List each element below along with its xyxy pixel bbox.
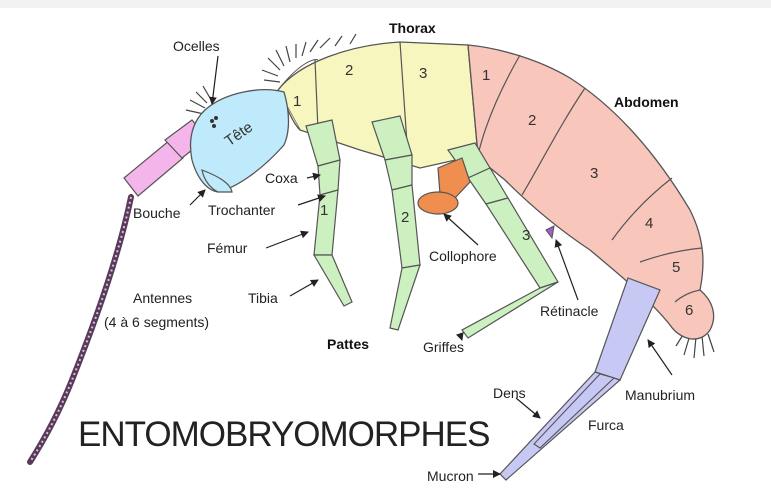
region-abdomen: Abdomen [614, 94, 679, 110]
retinacle-shape [546, 226, 554, 238]
label-mucron: Mucron [427, 468, 474, 484]
thorax-segment-2: 2 [345, 62, 353, 79]
label-bouche: Bouche [133, 205, 181, 221]
label-furca: Furca [588, 417, 624, 433]
label-tibia: Tibia [248, 290, 278, 306]
leg-1: 1 [306, 120, 352, 306]
label-coxa: Coxa [265, 170, 298, 186]
leg-number-2: 2 [401, 209, 409, 226]
diagram-title: ENTOMOBRYOMORPHES [78, 415, 490, 454]
abdomen-segment-6: 6 [685, 302, 693, 319]
manubrium-shape [595, 278, 660, 380]
thorax-segment-1: 1 [293, 93, 301, 110]
abdomen-segment-4: 4 [645, 215, 653, 232]
label-retinacle: Rétinacle [540, 303, 599, 319]
dens-shape-2 [534, 374, 614, 448]
thorax: 1 2 3 [278, 42, 478, 168]
leg-number-1: 1 [320, 202, 328, 219]
label-femur: Fémur [207, 240, 248, 256]
label-antennes: Antennes [133, 290, 192, 306]
label-ocelles: Ocelles [173, 38, 220, 54]
label-griffes: Griffes [423, 339, 464, 355]
leg-number-3: 3 [522, 227, 530, 244]
thorax-body [278, 42, 478, 168]
abdomen-segment-2: 2 [528, 112, 536, 129]
thorax-segment-3: 3 [419, 65, 427, 82]
label-antennes-segments: (4 à 6 segments) [104, 314, 209, 330]
region-thorax: Thorax [389, 20, 436, 36]
abdomen-segment-1: 1 [482, 67, 490, 84]
label-dens: Dens [493, 385, 526, 401]
region-pattes: Pattes [327, 336, 369, 352]
label-manubrium: Manubrium [625, 387, 695, 403]
abdomen-segment-3: 3 [590, 165, 598, 182]
label-collophore: Collophore [429, 248, 497, 264]
label-trochanter: Trochanter [208, 202, 276, 218]
abdomen-segment-5: 5 [672, 259, 680, 276]
